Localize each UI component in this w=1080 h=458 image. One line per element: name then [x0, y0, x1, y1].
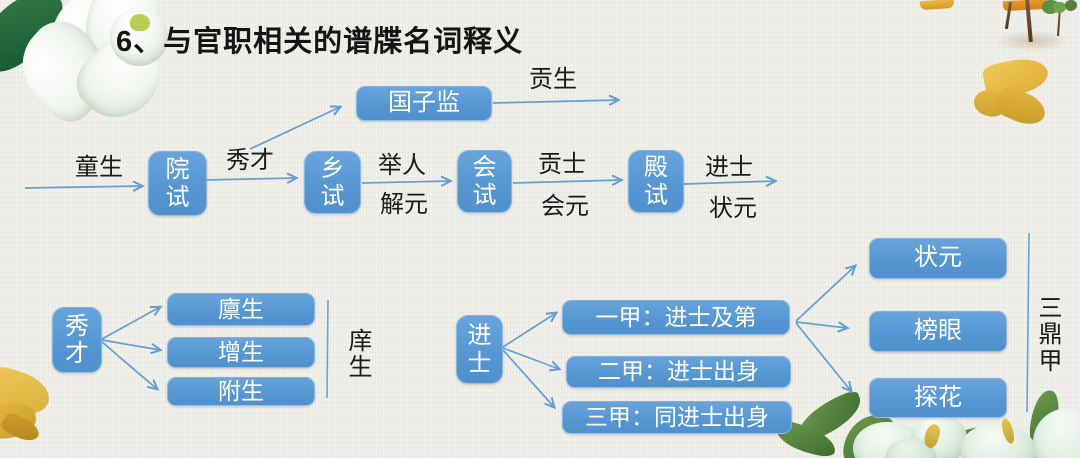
- label-jieyuan: 解元: [380, 191, 428, 218]
- label-huiyuan: 会元: [541, 193, 589, 220]
- box-yuanshi: 院试: [148, 151, 207, 216]
- box-bangyan-label: 榜眼: [914, 317, 962, 345]
- label-tongsheng: 童生: [75, 154, 123, 181]
- box-guozijian: 国子监: [356, 86, 492, 121]
- tree-foliage-icon: [1053, 2, 1066, 13]
- label-gongshi: 贡士: [538, 151, 586, 178]
- box-dianshi: 殿试: [628, 150, 684, 213]
- tree-foliage-icon: [1065, 0, 1077, 11]
- tree-trunk-icon: [1025, 0, 1033, 43]
- box-yijia: 一甲：进士及第: [562, 300, 790, 335]
- box-guozijian-label: 国子监: [388, 89, 460, 117]
- box-yijia-label: 一甲：进士及第: [595, 303, 757, 330]
- box-xiucai-root: 秀才: [52, 307, 102, 373]
- butterfly-icon-bottom-left: [0, 363, 60, 446]
- box-xiucai-root-label: 秀才: [65, 312, 89, 367]
- box-dianshi-label: 殿试: [644, 154, 668, 209]
- box-huishi: 会试: [457, 150, 512, 213]
- box-xiangshi: 乡试: [304, 151, 361, 214]
- label-zhuangyuan: 状元: [709, 195, 757, 222]
- box-tanhua-label: 探花: [914, 383, 962, 411]
- page-title: 6、与官职相关的谱牒名词释义: [116, 26, 524, 58]
- label-sandingjia: 三鼎甲: [1038, 295, 1063, 375]
- miniature-tree-scene: [915, 0, 1080, 62]
- tree-trunk-icon: [1004, 1, 1013, 30]
- box-fusheng-label: 附生: [218, 377, 264, 404]
- label-juren: 举人: [378, 152, 426, 179]
- box-linsheng-label: 廪生: [218, 295, 264, 322]
- tree-trunk-icon: [1057, 7, 1061, 37]
- box-erjia-label: 二甲：进士出身: [598, 358, 759, 385]
- box-jinshi-root: 进士: [456, 315, 503, 384]
- leaf-icon: [0, 0, 68, 88]
- box-erjia: 二甲：进士出身: [566, 356, 791, 388]
- box-tanhua: 探花: [869, 378, 1007, 418]
- box-zengsheng-label: 增生: [218, 338, 264, 365]
- label-xiangsheng: 庠生: [348, 328, 373, 382]
- butterfly-icon-top-right: [970, 53, 1052, 131]
- box-bangyan: 榜眼: [869, 311, 1007, 352]
- box-sanjia: 三甲：同进士出身: [562, 401, 792, 434]
- box-huishi-label: 会试: [472, 154, 497, 209]
- box-zhuangyuan-label: 状元: [914, 244, 962, 272]
- box-fusheng: 附生: [167, 377, 315, 406]
- tree-foliage-icon: [1042, 0, 1059, 14]
- box-jinshi-root-label: 进士: [467, 322, 492, 377]
- label-jinshi: 进士: [705, 154, 753, 181]
- box-zhuangyuan: 状元: [869, 238, 1007, 279]
- label-xiucai: 秀才: [226, 147, 274, 174]
- box-yuanshi-label: 院试: [165, 156, 190, 211]
- box-zengsheng: 增生: [167, 337, 315, 368]
- box-sanjia-label: 三甲：同进士出身: [585, 403, 769, 430]
- box-xiangshi-label: 乡试: [320, 155, 345, 210]
- label-gongsheng: 贡生: [529, 66, 577, 93]
- box-linsheng: 廪生: [167, 293, 315, 326]
